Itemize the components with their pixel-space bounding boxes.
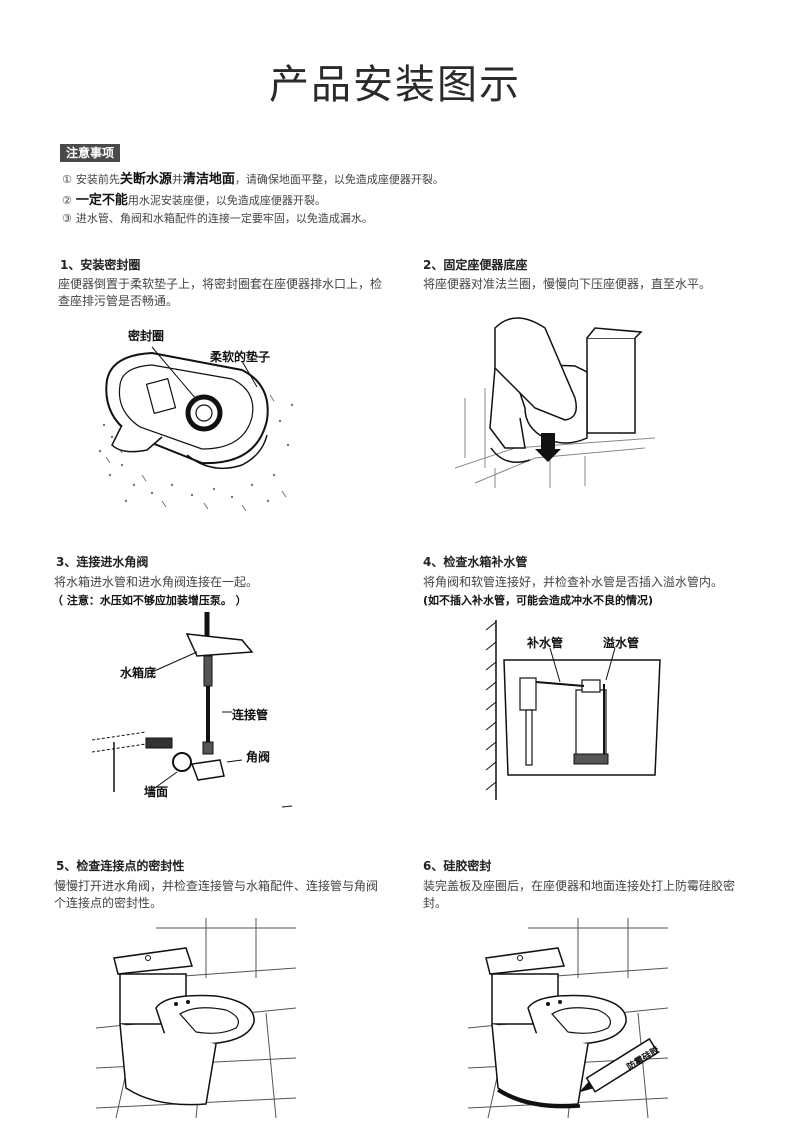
notice-text: 安装前先 [75,173,120,186]
notice-text: ，请确保地面平整，以免造成座便器开裂。 [234,173,444,186]
label-angle-valve: 角阀 [246,750,271,764]
page-title: 产品安装图示 [269,62,521,108]
step-4-illustration [480,620,670,800]
step-6-desc: 装完盖板及座圈后，在座便器和地面连接处打上防霉硅胶密封。 [423,879,736,910]
notice-number: ③ [62,212,72,225]
step-6-illustration [468,918,668,1118]
notice-number: ① [62,173,72,186]
notice-text: 用水泥安装座便，以免造成座便器开裂。 [127,194,326,207]
step-4-note: (如不插入补水管，可能会造成冲水不良的情况) [423,594,654,607]
step-1-desc: 座便器倒置于柔软垫子上，将密封圈套在座便器排水口上，检查座排污管是否畅通。 [58,277,383,308]
label-refill-tube: 补水管 [527,636,564,650]
step-4-title: 4、检查水箱补水管 [423,555,528,569]
notice-text: 并 [171,173,183,186]
notice-emphasis: 一定不能 [75,193,128,208]
notice-badge: 注意事项 [60,144,121,162]
step-5-desc: 慢慢打开进水角阀，并检查连接管与水箱配件、连接管与角阀个连接点的密封性。 [54,879,379,910]
step-2-illustration [455,308,655,493]
step-3-desc: 将水箱进水管和进水角阀连接在一起。 [54,575,259,589]
label-wall: 墙面 [144,785,169,799]
label-seal-ring: 密封圈 [128,329,165,343]
step-4-desc: 将角阀和软管连接好，并检查补水管是否插入溢水管内。 [423,575,724,589]
step-6-title: 6、硅胶密封 [423,859,492,873]
step-3-title: 3、连接进水角阀 [56,555,149,569]
label-overflow-tube: 溢水管 [603,636,640,650]
step-5-illustration [96,918,296,1118]
label-connector-pipe: 连接管 [232,708,269,722]
notice-text: 进水管、角阀和水箱配件的连接一定要牢固，以免造成漏水。 [75,212,373,225]
step-2-desc: 将座便器对准法兰圈，慢慢向下压座便器，直至水平。 [423,277,712,291]
step-5-title: 5、检查连接点的密封性 [56,859,185,873]
notice-emphasis: 清洁地面 [182,172,235,187]
step-3-illustration [92,612,302,812]
step-1-illustration [92,325,302,515]
label-tank-bottom: 水箱底 [120,666,157,680]
step-1-title: 1、安装密封圈 [60,258,141,272]
step-2-title: 2、固定座便器底座 [423,258,528,272]
label-soft-mat: 柔软的垫子 [210,350,271,364]
step-3-note: （ 注意：水压如不够应加装增压泵。 ） [52,594,247,607]
notice-emphasis: 关断水源 [119,172,172,187]
notice-number: ② [62,194,72,207]
